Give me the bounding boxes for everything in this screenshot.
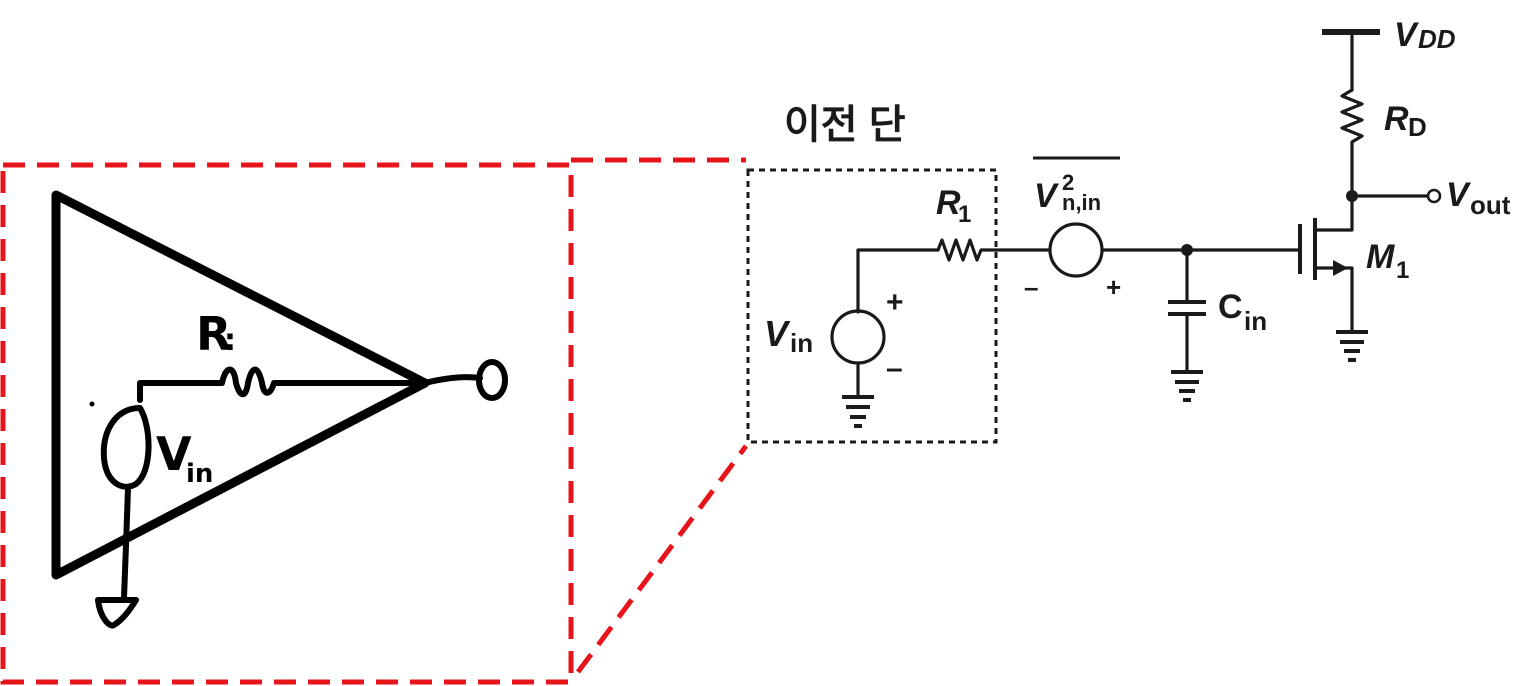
m1-source-arrow-icon (1333, 260, 1348, 276)
zoom-connector-bottom (575, 444, 749, 674)
r1-label: R (936, 184, 961, 222)
vin-plus-sign: + (886, 286, 904, 319)
stage-label: 이전 단 (784, 103, 906, 147)
vin-source-circle (830, 309, 886, 365)
noise-label: V (1034, 177, 1060, 215)
drain-network: V DD R D V out (1322, 16, 1511, 220)
cin-label-sub: in (1244, 306, 1267, 336)
cin-ground-icon (1171, 370, 1203, 402)
vin-minus-sign: – (886, 352, 903, 385)
sketch-output-wire (422, 374, 483, 386)
vin-label: V (764, 313, 791, 354)
r1-label-sub: 1 (958, 201, 971, 228)
sketch-output-terminal (476, 359, 508, 401)
m1-drain-lead (1313, 194, 1354, 232)
cin-label: C (1218, 288, 1243, 326)
vin-label-sub: in (790, 328, 813, 358)
sketch-ground-wire (121, 485, 131, 601)
m1-label: M (1366, 238, 1395, 276)
noise-label-sup: 2 (1062, 170, 1074, 195)
rd-label: R (1384, 100, 1409, 138)
sketch-resistor-wire (137, 366, 423, 403)
sketch-source-circle (100, 405, 152, 490)
vout-label-sub: out (1470, 190, 1511, 220)
r1-resistor: R 1 (936, 184, 1052, 262)
vin-top-wire (856, 248, 940, 314)
previous-stage-box (746, 168, 998, 444)
sketch-ground-symbol (95, 597, 139, 629)
cin-capacitor: C in (1168, 244, 1267, 402)
vdd-label-sub: DD (1418, 24, 1456, 54)
zoom-callout (0, 157, 749, 685)
rd-zigzag (1340, 88, 1364, 198)
noise-source: V 2 n,in – + (1024, 156, 1302, 302)
m1-ground-icon (1336, 330, 1368, 362)
vin-source: + – V in (764, 248, 940, 428)
r1-zigzag (936, 238, 1052, 262)
vdd-label: V (1394, 16, 1420, 54)
noise-label-sub: n,in (1062, 190, 1101, 215)
vin-ground-icon (842, 395, 874, 428)
vout-terminal (1426, 188, 1442, 204)
m1-source-lead (1313, 266, 1354, 332)
sketch-r-label: R (196, 307, 231, 361)
amplifier-triangle (51, 190, 430, 580)
zoom-box (0, 162, 574, 685)
noise-minus-sign: – (1024, 272, 1038, 302)
sketch-r-mark: : (224, 323, 236, 358)
sketch-dot (89, 401, 95, 407)
sketch-vin-label: V (156, 427, 192, 481)
hand-sketch: R : V in (51, 190, 508, 629)
m1-transistor: M 1 (1298, 194, 1409, 362)
m1-label-sub: 1 (1396, 257, 1409, 284)
vout-label: V (1446, 176, 1472, 214)
sketch-vin-sub: in (186, 459, 213, 489)
noise-source-circle (1048, 222, 1104, 278)
rd-label-sub: D (1408, 112, 1427, 142)
noise-plus-sign: + (1106, 272, 1121, 302)
